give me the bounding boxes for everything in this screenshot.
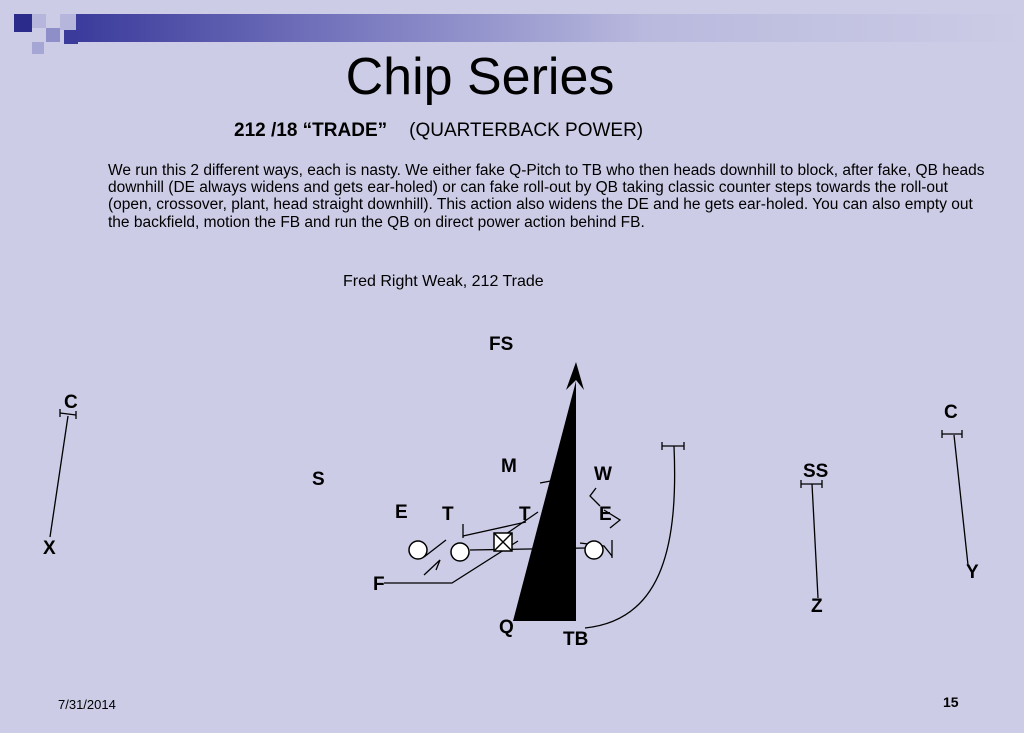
play-description: We run this 2 different ways, each is na… — [108, 162, 985, 231]
qb-power-arrow — [513, 381, 576, 621]
label-z: Z — [811, 596, 823, 617]
arrow-head-icon — [566, 362, 584, 390]
label-e-right: E — [599, 504, 612, 525]
slide-subtitle: 212 /18 “TRADE” (QUARTERBACK POWER) — [234, 120, 643, 142]
y-route-line — [953, 434, 969, 566]
c-left-block-mark — [59, 412, 77, 416]
label-q: Q — [499, 617, 514, 638]
offensive-tackle-right — [584, 540, 604, 560]
label-ss: SS — [803, 461, 828, 482]
header-square-accent — [64, 30, 78, 44]
play-name: 212 /18 “TRADE” — [234, 120, 388, 141]
label-fs: FS — [489, 334, 513, 355]
f-motion-path — [384, 540, 519, 584]
label-tb: TB — [563, 629, 588, 650]
x-route-line — [49, 415, 69, 538]
label-w: W — [594, 464, 612, 485]
header-square-light — [32, 14, 46, 28]
z-route-line — [811, 483, 819, 599]
label-f: F — [373, 574, 385, 595]
label-t-right: T — [519, 504, 531, 525]
header-square-faint — [60, 14, 76, 30]
label-c-left: C — [64, 392, 78, 413]
label-s: S — [312, 469, 325, 490]
header-square-mid — [46, 28, 60, 42]
slide-page-number: 15 — [943, 694, 959, 710]
label-c-right: C — [944, 402, 958, 423]
header-square-small — [32, 42, 44, 54]
header-square-dark — [14, 14, 32, 32]
label-y: Y — [966, 562, 979, 583]
label-m: M — [501, 456, 517, 477]
slide-title: Chip Series — [345, 48, 615, 106]
slide-date: 7/31/2014 — [58, 697, 116, 712]
play-type: (QUARTERBACK POWER) — [409, 120, 644, 141]
label-e-left: E — [395, 502, 408, 523]
formation-caption: Fred Right Weak, 212 Trade — [343, 273, 544, 290]
header-gradient-bar — [76, 14, 1024, 42]
offensive-tackle-left — [408, 540, 428, 560]
label-x: X — [43, 538, 56, 559]
tb-route-curve — [584, 445, 676, 629]
label-t-left: T — [442, 504, 454, 525]
offensive-guard-left — [450, 542, 470, 562]
